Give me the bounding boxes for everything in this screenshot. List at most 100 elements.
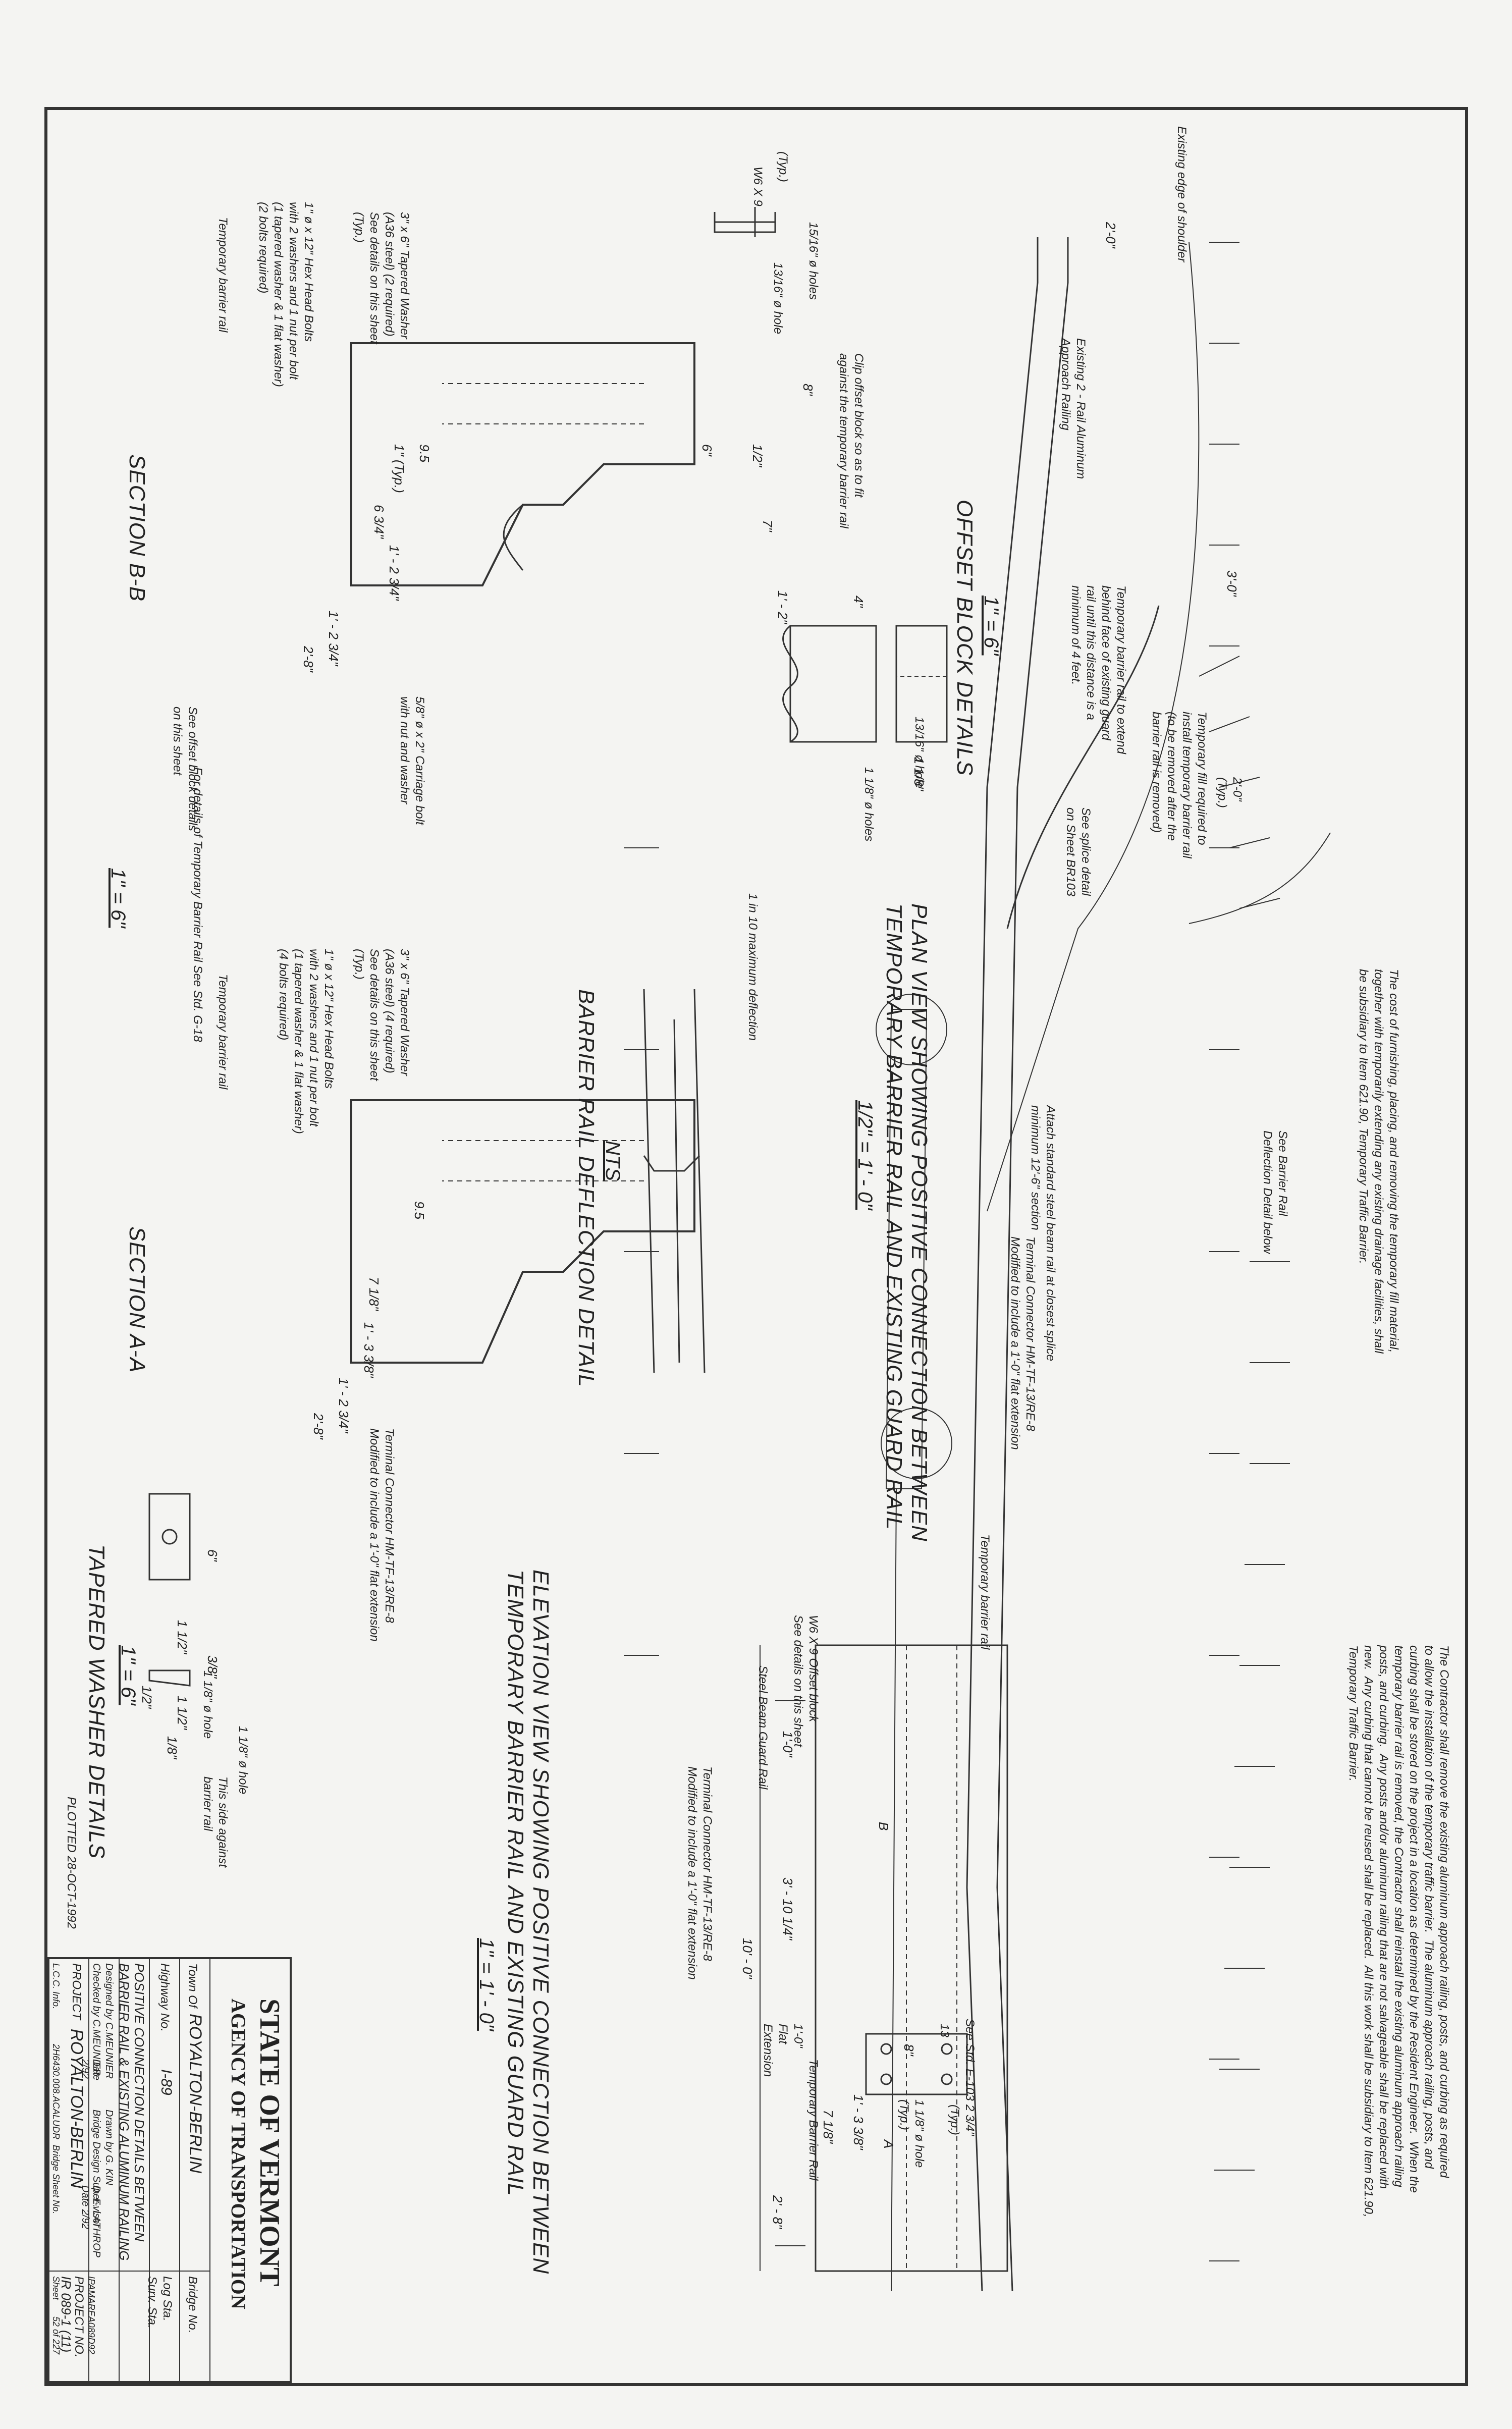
- dim-bb-95: 9.5: [417, 444, 432, 463]
- note-temp-fill: Temporary fill required to install tempo…: [1150, 712, 1209, 858]
- state-name: STATE OF VERMONT: [254, 1999, 285, 2287]
- elevation-scale: 1" = 1' - 0": [475, 1938, 498, 2031]
- section-bb-scale: 1" = 6": [107, 868, 129, 928]
- elevation-barrier: [815, 1644, 1008, 2272]
- dim-elev-3-10: 3' - 10 1/4": [780, 1877, 795, 1940]
- plan-view-title-1: PLAN VIEW SHOWING POSITIVE CONNECTION BE…: [907, 903, 932, 1542]
- dim-6: 6": [699, 444, 715, 456]
- splice-circle: [876, 994, 947, 1065]
- note-see-std: See Std. E-103: [963, 2019, 977, 2101]
- dim-8: 8": [800, 384, 816, 396]
- sheet-title-2: BARRIER RAIL & EXISTING ALUMINUM RAILING: [117, 1963, 132, 2261]
- dim-elev-10-0: 10' - 0": [740, 1938, 755, 1979]
- elevation-title-1: ELEVATION VIEW SHOWING POSITIVE CONNECTI…: [528, 1570, 553, 2275]
- section-aa-title: SECTION A-A: [125, 1226, 149, 1373]
- tapered-washer-scale: 1" = 6": [117, 1645, 139, 1705]
- plan-rail-curve: [1006, 605, 1160, 929]
- note-existing-shoulder: Existing edge of shoulder: [1175, 126, 1189, 262]
- note-bolts-aa: 1" ø x 12" Hex Head Bolts with 2 washers…: [277, 949, 336, 1134]
- elev-section-b: B: [876, 1822, 891, 1831]
- offset-block-plan: [895, 625, 948, 743]
- note-washer-hole-2: 1 1/8" ø hole: [236, 1726, 250, 1795]
- barrier-outline: [885, 1009, 928, 1489]
- note-temp-rail-bb: Temporary barrier rail: [216, 217, 230, 333]
- connection-circle: [881, 1408, 952, 1479]
- highway-no: I-89: [158, 2069, 175, 2095]
- dim-elev-1-3-3-8: 1' - 3 3/8": [851, 2094, 866, 2150]
- plan-rail-line-2: [966, 237, 1039, 2292]
- dim-elev-flat: 1'-0" Flat Extension: [761, 2024, 805, 2077]
- dim-1-1-8: 1 1/8": [911, 757, 927, 791]
- note-cost: The cost of furnishing, placing, and rem…: [1357, 969, 1400, 1354]
- note-typ: (Typ.): [776, 151, 790, 182]
- sheet-number: 52 of 227: [51, 2316, 61, 2355]
- post-ticks: [624, 242, 1239, 2261]
- washer-plan: [148, 1493, 191, 1581]
- elev-section-a: A: [881, 2140, 896, 2149]
- sheet-title-1: POSITIVE CONNECTION DETAILS BETWEEN: [132, 1963, 147, 2242]
- offset-block-title: OFFSET BLOCK DETAILS: [952, 500, 977, 776]
- town-label: Town Of: [186, 1963, 199, 2008]
- note-hole-13-16: 13/16" ø hole: [771, 262, 785, 334]
- note-existing-rail: Existing 2 - Rail Aluminum Approach Rail…: [1059, 338, 1088, 479]
- town-name: ROYALTON-BERLIN: [186, 2014, 205, 2174]
- dim-elev-2-3-4: 2 3/4" (Typ.): [948, 2104, 977, 2136]
- bolts-aa: [442, 1140, 644, 1181]
- dim-1-2b: 1' - 2": [775, 590, 790, 624]
- dim-washer-3-8: 3/8": [205, 1655, 220, 1679]
- dim-washer-6: 6": [205, 1549, 220, 1561]
- plan-rail-line: [996, 237, 1069, 2292]
- surv-sta: Surv. Sta.: [145, 2276, 159, 2329]
- dim-aa-2-8: 2'-8": [311, 1413, 326, 1439]
- dim-aa-1-2-3-4: 1' - 2 3/4": [336, 1378, 351, 1433]
- date-2: Date 2/92: [80, 2185, 91, 2229]
- note-temporary-barrier-rail: Temporary barrier rail: [978, 1534, 992, 1650]
- deflection-scale: NTS: [602, 1141, 624, 1181]
- highway-label: Highway No.: [158, 1963, 172, 2032]
- dim-elev-2-8: 2' - 8": [770, 2195, 785, 2229]
- dim-aa-1-3-3-8: 1' - 3 3/8": [361, 1322, 376, 1378]
- bolts-bb: [442, 383, 644, 424]
- note-elev-terminal: Terminal Connector HM-TF-13/RE-8 Modifie…: [685, 1766, 714, 1980]
- project-name: ROYALTON-BERLIN: [67, 2029, 86, 2189]
- note-temp-rail-aa: Temporary barrier rail: [216, 974, 230, 1090]
- title-block-frame: [47, 1957, 292, 2383]
- note-terminal-connector: Terminal Connector HM-TF-13/RE-8 Modifie…: [1008, 1236, 1037, 1450]
- dim-bb-1-typ: 1" (Typ.): [392, 444, 407, 493]
- note-washer-hole: 1 1/8" ø hole: [201, 1670, 214, 1739]
- note-washer-side: This side against barrier rail: [201, 1776, 230, 1868]
- note-clip: Clip offset block so as to fit against t…: [837, 353, 866, 528]
- deflection-joint: [643, 1155, 700, 1172]
- bridge-sheet-no: Bridge Sheet No.: [51, 2145, 61, 2215]
- dim-aa-7-1-8: 7 1/8": [366, 1277, 382, 1311]
- note-washer-bb: 3" x 6" Tapered Washer (A36 steel) (2 re…: [352, 212, 411, 344]
- fill-slope: [1189, 832, 1331, 924]
- elevation-title-2: TEMPORARY BARRIER RAIL AND EXISTING GUAR…: [503, 1570, 528, 2196]
- barrier-aa: [350, 1099, 695, 1364]
- note-for-details: For details of Temporary Barrier Rail Se…: [191, 767, 204, 1042]
- plan-view-title-2: TEMPORARY BARRIER RAIL AND EXISTING GUAR…: [882, 903, 906, 1530]
- agency-name: AGENCY OF TRANSPORTATION: [227, 1999, 250, 2309]
- dim-3-0: 3'-0": [1224, 570, 1239, 597]
- note-washer-aa: 3" x 6" Tapered Washer (A36 steel) (4 re…: [352, 949, 411, 1081]
- dim-elev-8: 8": [901, 2044, 916, 2056]
- dim-1-2: 1/2": [750, 444, 765, 467]
- dim-bb-6-3-4: 6 3/4": [371, 505, 387, 539]
- washer-hole: [161, 1529, 178, 1545]
- note-see-splice: See splice detail on Sheet BR103: [1064, 807, 1093, 897]
- temp-barrier-line: [891, 1488, 897, 2292]
- dim-2-0-typ: 2'-0" (Typ.): [1215, 777, 1244, 808]
- note-steel-beam: Steel Beam Guard Rail: [756, 1665, 770, 1790]
- note-elev-hole: 1 1/8" ø hole (Typ.): [897, 2099, 926, 2168]
- sheet-label: Sheet: [51, 2276, 61, 2300]
- fill-hatching: [1199, 656, 1290, 2171]
- terminal-connector: [865, 2033, 968, 2095]
- note-see-barrier-rail: See Barrier Rail Deflection Detail below: [1261, 1130, 1289, 1254]
- note-post-13: 13: [938, 2024, 951, 2037]
- sheet-border: [44, 107, 1468, 2386]
- dim-elev-1-0: 1'-0": [780, 1731, 795, 1757]
- note-bolts-bb: 1" ø x 12" Hex Head Bolts with 2 washers…: [256, 202, 315, 387]
- note-temp-barrier-elev: Temporary Barrier Rail: [806, 2059, 820, 2181]
